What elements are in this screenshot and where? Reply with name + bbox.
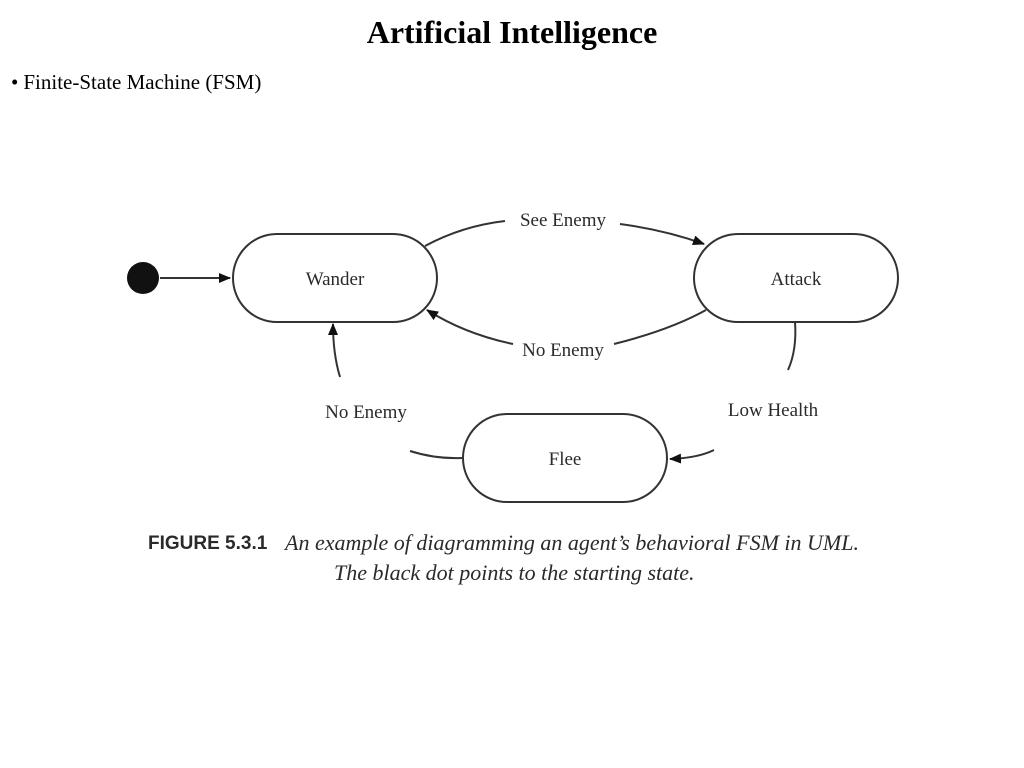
- bullet-marker: •: [11, 70, 19, 94]
- transition-wander-attack-line: [424, 220, 506, 247]
- state-attack-label: Attack: [771, 269, 822, 290]
- figure-caption-line-2: The black dot points to the starting sta…: [334, 560, 695, 585]
- transition-flee-wander-line: [409, 450, 463, 460]
- start-dot: [127, 262, 159, 294]
- state-flee: Flee: [462, 413, 668, 503]
- bullet-text: Finite-State Machine (FSM): [23, 70, 262, 94]
- state-wander: Wander: [232, 233, 438, 323]
- transition-attack-flee-arrow: [669, 449, 715, 464]
- figure-caption-line-1: An example of diagramming an agent’s beh…: [283, 530, 859, 555]
- transition-wander-attack-label: See Enemy: [520, 210, 607, 231]
- figure-caption-label: FIGURE 5.3.1: [148, 533, 268, 554]
- transition-attack-flee-line: [787, 321, 797, 371]
- transition-wander-attack-arrow: [619, 223, 705, 245]
- transition-attack-wander-label: No Enemy: [522, 340, 604, 361]
- transition-attack-wander-arrow: [426, 309, 514, 345]
- bullet-item: •Finite-State Machine (FSM): [11, 68, 261, 96]
- slide-title: Artificial Intelligence: [366, 14, 658, 50]
- state-wander-label: Wander: [306, 269, 365, 290]
- state-wander-shape: [232, 233, 438, 323]
- state-attack: Attack: [693, 233, 899, 323]
- transition-attack-wander-line: [613, 309, 707, 345]
- transition-attack-flee-label: Low Health: [728, 400, 819, 421]
- state-flee-label: Flee: [549, 449, 582, 470]
- transition-flee-wander-arrow: [328, 323, 341, 378]
- transition-flee-wander-label: No Enemy: [325, 402, 407, 423]
- state-flee-shape: [462, 413, 668, 503]
